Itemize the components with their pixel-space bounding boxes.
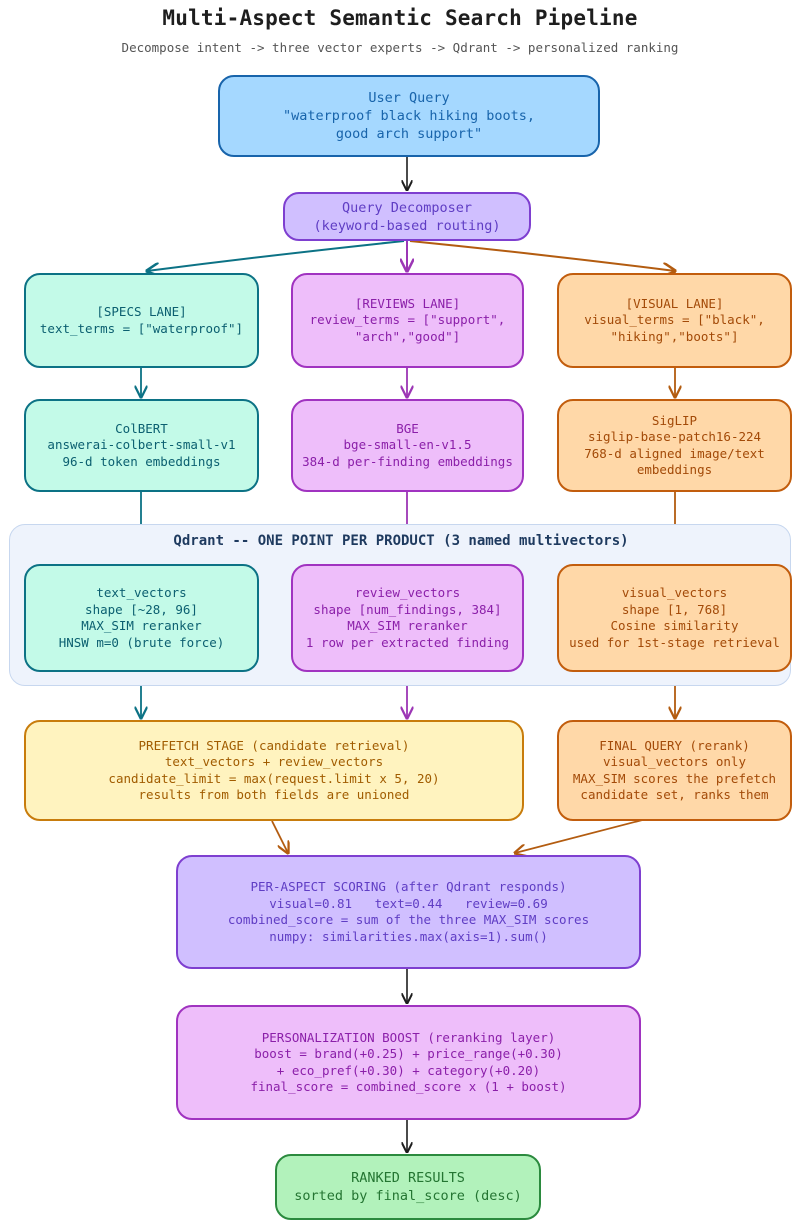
scoring-numpy: numpy: similarities.max(axis=1).sum() — [269, 928, 548, 944]
colbert-title: ColBERT — [115, 420, 168, 436]
bge-model-id: bge-small-en-v1.5 — [343, 437, 472, 453]
prefetch-limit: candidate_limit = max(request.limit x 5,… — [108, 770, 440, 786]
visual-vectors-node: visual_vectors shape [1, 768] Cosine sim… — [557, 564, 792, 672]
edge-decomposer-to-specs — [147, 240, 405, 271]
prefetch-title: PREFETCH STAGE (candidate retrieval) — [138, 737, 410, 753]
results-sort: sorted by final_score (desc) — [294, 1188, 522, 1204]
user-query-title: User Query — [368, 90, 450, 106]
final-query-title: FINAL QUERY (rerank) — [599, 737, 750, 753]
reviews-lane-title: [REVIEWS LANE] — [354, 295, 461, 311]
visual-lane-terms-line-2: "hiking","boots"] — [610, 328, 739, 344]
page-subtitle: Decompose intent -> three vector experts… — [121, 40, 679, 55]
prefetch-fields: text_vectors + review_vectors — [164, 754, 384, 769]
qdrant-group-label: Qdrant -- ONE POINT PER PRODUCT (3 named… — [173, 533, 629, 549]
siglip-model-node: SigLIP siglip-base-patch16-224 768-d ali… — [557, 399, 792, 492]
review-vectors-shape: shape [num_findings, 384] — [313, 601, 502, 617]
specs-lane-terms: text_terms = ["waterproof"] — [39, 320, 244, 336]
specs-lane-title: [SPECS LANE] — [96, 304, 187, 319]
ranked-results-node: RANKED RESULTS sorted by final_score (de… — [275, 1154, 541, 1220]
colbert-model-node: ColBERT answerai-colbert-small-v1 96-d t… — [24, 399, 259, 492]
review-vectors-rows: 1 row per extracted finding — [305, 634, 510, 650]
siglip-dims-line-2: embeddings — [636, 462, 713, 477]
personalization-boost-line-1: boost = brand(+0.25) + price_range(+0.30… — [254, 1046, 563, 1061]
personalization-final-score: final_score = combined_score x (1 + boos… — [250, 1079, 567, 1094]
per-aspect-scoring-node: PER-ASPECT SCORING (after Qdrant respond… — [176, 855, 641, 969]
visual-lane-node: [VISUAL LANE] visual_terms = ["black", "… — [557, 273, 792, 368]
final-query-desc-line-2: candidate set, ranks them — [580, 787, 769, 802]
user-query-node: User Query "waterproof black hiking boot… — [218, 75, 600, 157]
visual-vectors-shape: shape [1, 768] — [621, 601, 728, 617]
review-vectors-reranker: MAX_SIM reranker — [347, 618, 468, 633]
final-query-node: FINAL QUERY (rerank) visual_vectors only… — [557, 720, 792, 821]
colbert-model-id: answerai-colbert-small-v1 — [47, 437, 236, 453]
siglip-dims-line-1: 768-d aligned image/text — [584, 445, 765, 461]
visual-vectors-title: visual_vectors — [621, 585, 728, 600]
siglip-model-id: siglip-base-patch16-224 — [587, 429, 762, 444]
final-query-desc-line-1: MAX_SIM scores the prefetch — [572, 770, 777, 786]
text-vectors-reranker: MAX_SIM reranker — [81, 618, 202, 633]
final-query-vectors: visual_vectors only — [603, 754, 746, 769]
visual-lane-terms-line-1: visual_terms = ["black", — [584, 312, 765, 328]
visual-lane-title: [VISUAL LANE] — [625, 295, 724, 311]
personalization-boost-node: PERSONALIZATION BOOST (reranking layer) … — [176, 1005, 641, 1120]
results-title: RANKED RESULTS — [351, 1170, 465, 1186]
page-title: Multi-Aspect Semantic Search Pipeline — [162, 6, 638, 30]
colbert-dims: 96-d token embeddings — [62, 453, 221, 469]
bge-dims: 384-d per-finding embeddings — [302, 453, 513, 469]
text-vectors-node: text_vectors shape [~28, 96] MAX_SIM rer… — [24, 564, 259, 672]
query-decomposer-node: Query Decomposer (keyword-based routing) — [283, 192, 531, 241]
reviews-lane-terms-line-2: "arch","good"] — [354, 328, 461, 344]
reviews-lane-terms-line-1: review_terms = ["support", — [309, 312, 506, 328]
user-query-text-line-2: good arch support" — [335, 126, 483, 142]
edge-decomposer-to-visual — [409, 240, 675, 271]
decomposer-subtitle: (keyword-based routing) — [313, 217, 501, 234]
user-query-text-line-1: "waterproof black hiking boots, — [283, 108, 535, 124]
bge-title: BGE — [396, 420, 419, 436]
visual-vectors-usage: used for 1st-stage retrieval — [569, 634, 780, 650]
visual-vectors-similarity: Cosine similarity — [610, 618, 739, 633]
specs-lane-node: [SPECS LANE] text_terms = ["waterproof"] — [24, 273, 259, 368]
text-vectors-hnsw: HNSW m=0 (brute force) — [58, 634, 225, 650]
prefetch-stage-node: PREFETCH STAGE (candidate retrieval) tex… — [24, 720, 524, 821]
review-vectors-node: review_vectors shape [num_findings, 384]… — [291, 564, 524, 672]
prefetch-union: results from both fields are unioned — [138, 787, 410, 802]
scoring-values: visual=0.81 text=0.44 review=0.69 — [269, 895, 548, 911]
scoring-title: PER-ASPECT SCORING (after Qdrant respond… — [250, 879, 567, 894]
edge-prefetch-to-scoring — [271, 820, 288, 853]
reviews-lane-node: [REVIEWS LANE] review_terms = ["support"… — [291, 273, 524, 368]
bge-model-node: BGE bge-small-en-v1.5 384-d per-finding … — [291, 399, 524, 492]
text-vectors-shape: shape [~28, 96] — [85, 601, 198, 617]
scoring-combined: combined_score = sum of the three MAX_SI… — [227, 912, 590, 927]
review-vectors-title: review_vectors — [354, 585, 461, 600]
personalization-boost-line-2: + eco_pref(+0.30) + category(+0.20) — [276, 1062, 541, 1078]
personalization-title: PERSONALIZATION BOOST (reranking layer) — [261, 1029, 556, 1045]
text-vectors-title: text_vectors — [96, 585, 187, 600]
siglip-title: SigLIP — [651, 412, 698, 428]
decomposer-title: Query Decomposer — [341, 199, 473, 216]
edge-final-query-to-scoring — [515, 817, 651, 853]
